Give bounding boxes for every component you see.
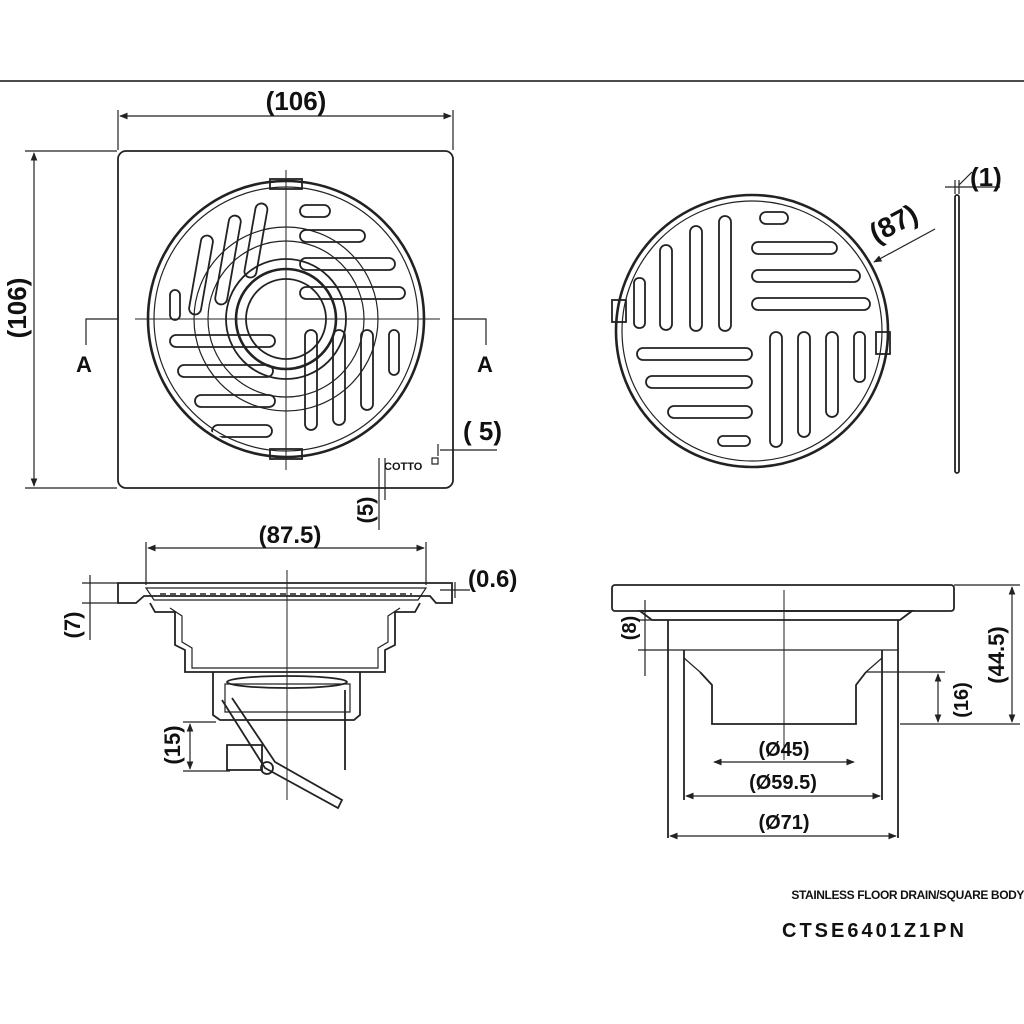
side-body — [667, 620, 899, 838]
section-flap-arm — [221, 697, 344, 810]
d1-dim-label: (Ø45) — [758, 739, 809, 761]
grate2-notch-left — [611, 299, 627, 323]
side-collar — [637, 610, 915, 621]
section-flap — [226, 744, 263, 771]
side-plate — [611, 584, 955, 612]
model-number: CTSE6401Z1PN — [782, 920, 967, 942]
grate2-thickness-leader — [958, 171, 973, 186]
section-body — [149, 602, 421, 673]
section-trap-cup — [224, 683, 351, 713]
outlet-dim-label: (16) — [951, 682, 973, 718]
plate-dim-label: (0.6) — [468, 566, 517, 593]
logo-offset-label: ( 5) — [463, 416, 502, 446]
section-grate — [144, 587, 428, 601]
d2-dim-label: (Ø59.5) — [749, 772, 817, 794]
section-marker-right — [453, 318, 487, 345]
grate-slots-right — [299, 204, 406, 431]
section-label-left: A — [76, 352, 92, 377]
collar-dim-label: (8) — [619, 616, 641, 640]
d3-dim-label: (Ø71) — [758, 812, 809, 834]
flange-dim-label: (7) — [60, 612, 85, 639]
drawing-description: STAINLESS FLOOR DRAIN/SQUARE BODY — [791, 888, 1024, 902]
section-width-label: (87.5) — [259, 522, 322, 549]
side-outlet — [699, 671, 867, 725]
grate2-diameter-leader — [873, 228, 936, 263]
section-marker-left — [85, 318, 118, 345]
grate2-inner — [621, 200, 883, 462]
section-view: (87.5) (7) (0.6) (15) — [60, 522, 517, 810]
grate2-diameter-label: (87) — [864, 198, 923, 249]
width-dim-label: (106) — [266, 86, 327, 116]
grate2-outline — [614, 193, 890, 469]
grate-view: (87) (1) — [611, 162, 1002, 474]
logo-bottom-label: (5) — [353, 497, 378, 524]
height-dim-label: (106) — [2, 278, 32, 339]
total-dim-label: (44.5) — [984, 626, 1009, 683]
side-body-inner — [683, 650, 883, 800]
top-view: A A (106) (106) COTTO ( 5) (5) — [2, 86, 502, 530]
section-flap-hinge — [260, 761, 274, 775]
section-body-inner — [169, 607, 401, 669]
side-view: (8) (44.5) (16) (Ø45) (Ø59.5) (Ø71) — [611, 584, 1020, 840]
grate2-thickness-label: (1) — [970, 162, 1002, 192]
grate2-thickness-profile — [954, 194, 960, 474]
side-outlet-inner — [683, 657, 883, 673]
grate-slots-left — [169, 202, 276, 438]
grate2-notch-right — [875, 331, 891, 355]
logo-mark — [431, 457, 439, 465]
grate2-slots — [633, 211, 871, 448]
brand-logo: COTTO — [384, 461, 423, 473]
section-label-right: A — [477, 352, 493, 377]
trap-dim-label: (15) — [160, 725, 185, 764]
